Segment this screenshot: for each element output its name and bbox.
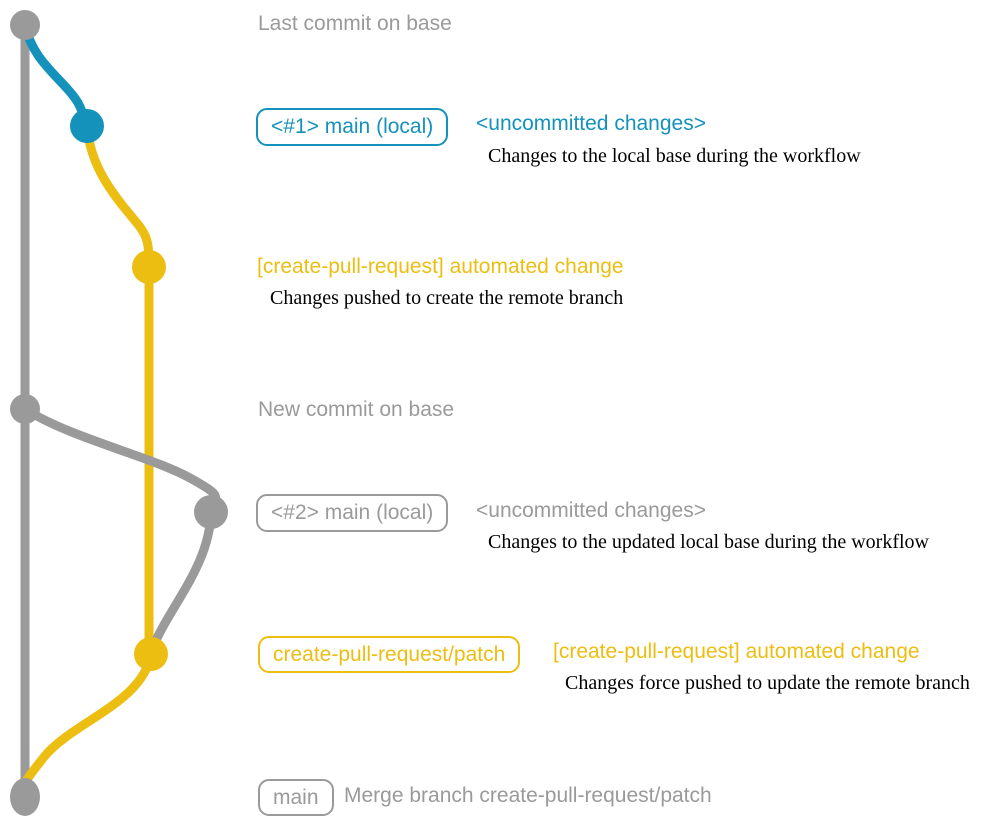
local-base-curve-out	[20, 404, 220, 517]
patch-branch-badge: create-pull-request/patch	[258, 636, 521, 673]
automated-change2-label: [create-pull-request] automated change	[553, 640, 920, 663]
automated-change1-description: Changes pushed to create the remote bran…	[270, 287, 624, 309]
automated-change2-description: Changes force pushed to update the remot…	[565, 672, 970, 694]
commit-dot-uncommitted-2	[194, 495, 228, 529]
branch1-status-label: <uncommitted changes>	[476, 112, 706, 135]
patch-branch-curve-top	[82, 121, 154, 272]
automated-change1-label: [create-pull-request] automated change	[257, 255, 624, 278]
commit-dot-automated-change-2	[134, 637, 168, 671]
merge-message-label: Merge branch create-pull-request/patch	[344, 784, 712, 807]
commit-dot-uncommitted-1	[70, 109, 104, 143]
local-main-curve	[20, 20, 92, 131]
new-commit-label: New commit on base	[258, 398, 455, 421]
commit-dot-last-base	[10, 10, 40, 40]
local-base-curve-in	[148, 507, 216, 652]
patch-branch-merge-curve	[20, 649, 156, 798]
branch2-description: Changes to the updated local base during…	[488, 531, 929, 553]
commit-dot-automated-change-1	[132, 250, 166, 284]
branch2-status-label: <uncommitted changes>	[476, 499, 706, 522]
last-commit-label: Last commit on base	[258, 12, 452, 35]
commit-dot-merge	[10, 778, 40, 816]
branch2-badge: <#2> main (local)	[256, 494, 449, 532]
main-badge: main	[258, 779, 334, 816]
branch1-badge: <#1> main (local)	[256, 108, 449, 146]
branch1-description: Changes to the local base during the wor…	[488, 145, 861, 167]
commit-dot-new-base	[10, 394, 40, 424]
